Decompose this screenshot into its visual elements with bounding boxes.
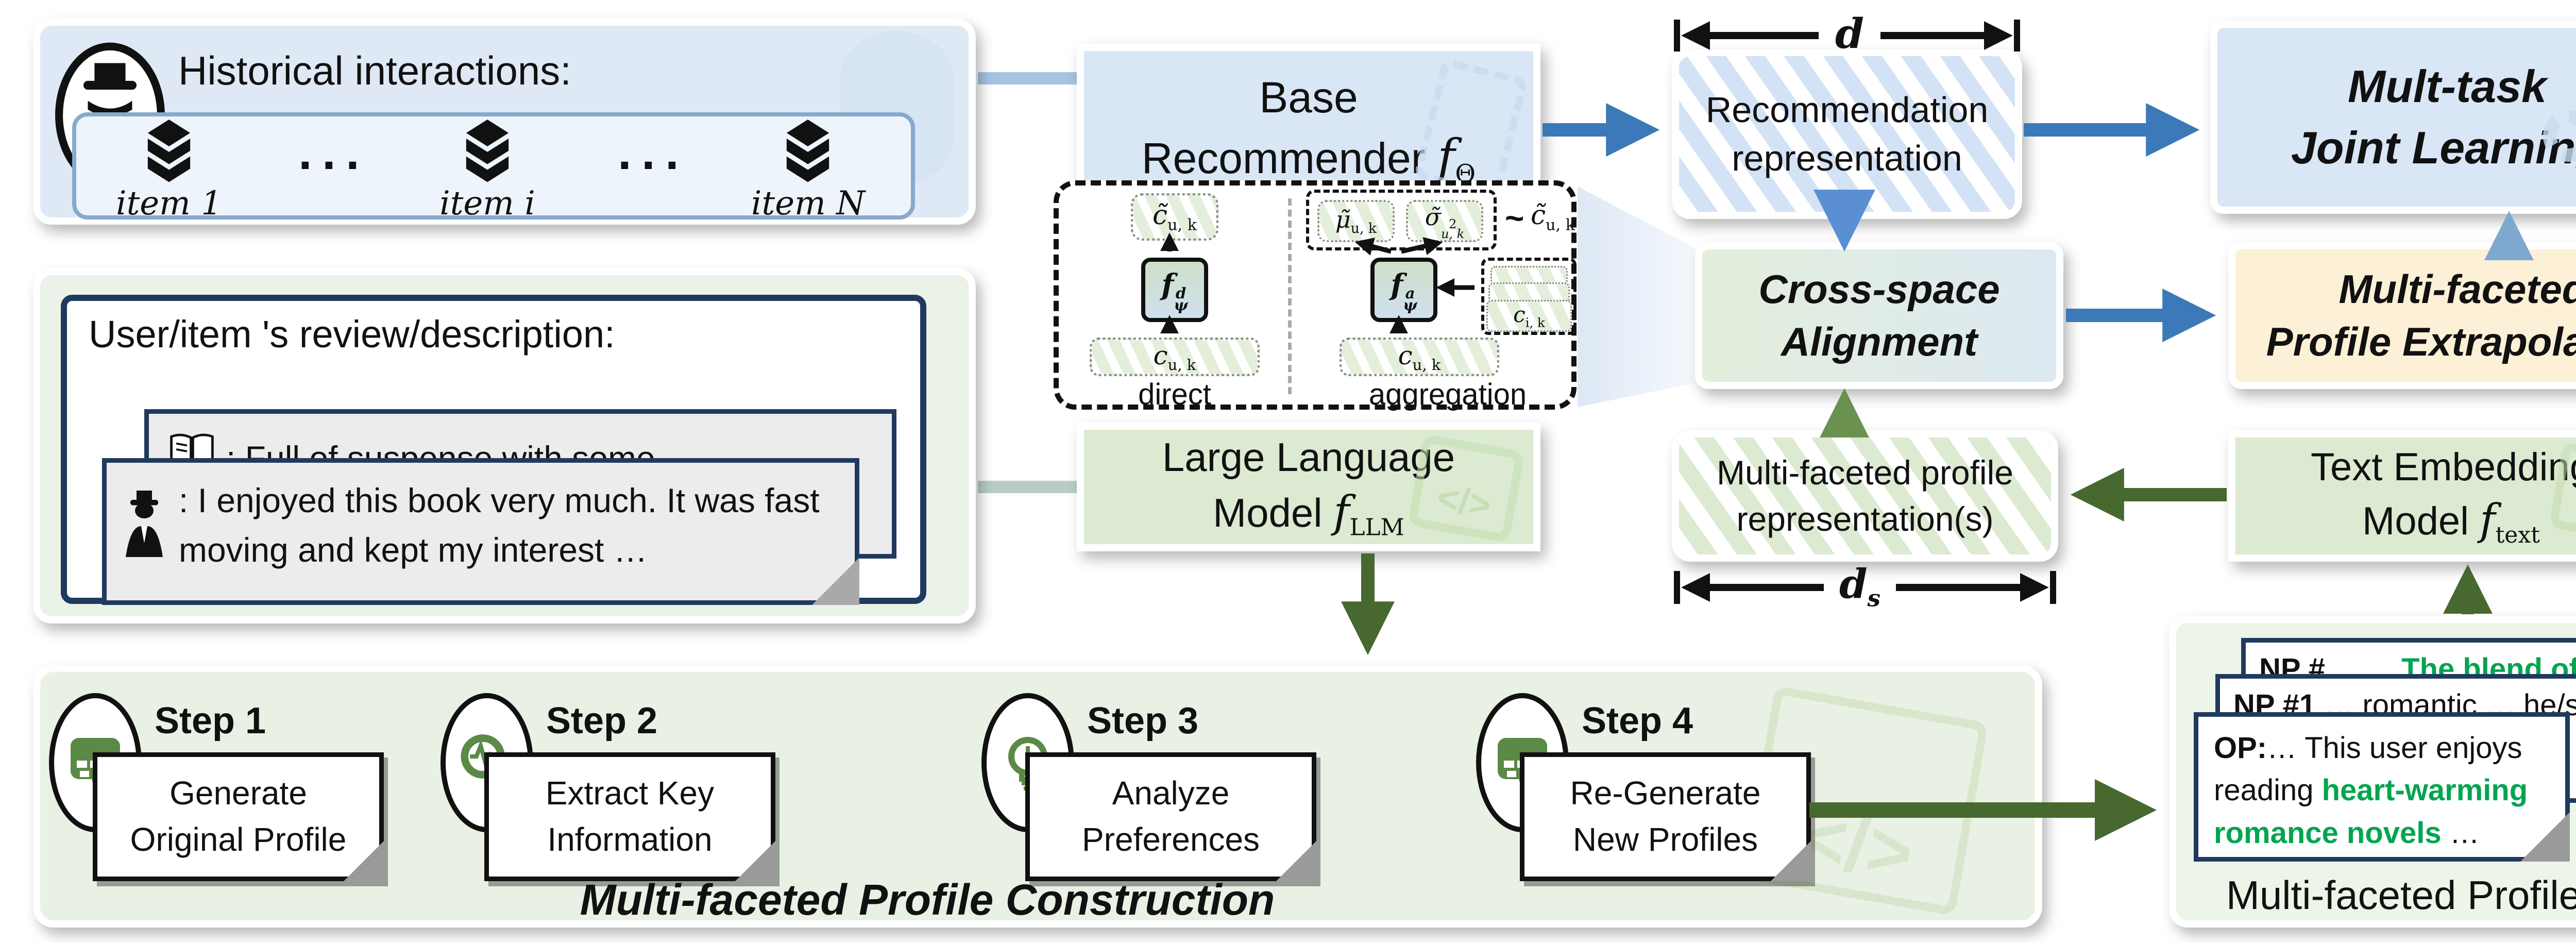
review-title: User/item 's review/description: (89, 313, 615, 356)
recommendation-representation-box: Recommendation representation (1672, 49, 2022, 219)
dim-d-label: d (1835, 9, 1864, 58)
step2-title: Step 2 (546, 700, 658, 742)
step2-banner: Extract Key Information (484, 752, 775, 881)
c-in-agg-rect: cu, k (1340, 338, 1499, 376)
historical-title: Historical interactions: (178, 48, 571, 93)
review-inner-card: User/item 's review/description: : Full … (61, 295, 926, 605)
text-embed-line1: Text Embedding (2311, 445, 2576, 489)
step3-banner: Analyze Preferences (1025, 752, 1316, 881)
f-theta-symbol: f (1437, 129, 1455, 185)
c-in-direct-rect: cu, k (1090, 338, 1260, 376)
step2-line2: Information (547, 821, 713, 858)
cross-line1: Cross-space (1758, 266, 2000, 312)
book-stack-icon (147, 120, 191, 182)
profile-repr-line1: Multi-faceted profile (1717, 453, 2013, 492)
joint-learning-box: Mult-task Joint Learning (2210, 21, 2576, 214)
step1-line2: Original Profile (130, 821, 347, 858)
code-window-icon: </> (1407, 434, 1526, 543)
extrap-line1: Multi-faceted (2338, 266, 2576, 312)
text-embed-line2: Model ftext (2362, 495, 2540, 548)
sim-symbol: ~ (1505, 199, 1524, 237)
step1-banner: Generate Original Profile (93, 752, 384, 881)
step4-title: Step 4 (1582, 700, 1693, 742)
adapter-divider (1288, 198, 1292, 394)
step3-title: Step 3 (1087, 700, 1199, 742)
profile-card-front: OP:… This user enjoys reading heart-warm… (2194, 712, 2570, 862)
book-stack-icon (466, 120, 509, 182)
step1-title: Step 1 (155, 700, 266, 742)
c-sample-label: c̃u, k (1531, 200, 1575, 234)
base-recommender-line2: Recommender fΘ (1141, 129, 1476, 189)
llm-line1: Large Language (1162, 434, 1455, 480)
joint-line1: Mult-task (2347, 60, 2547, 112)
op-highlight: heart-warming romance novels (2214, 773, 2528, 850)
c-items-stack: ci, k (1481, 258, 1577, 335)
dots-2: ··· (618, 138, 689, 193)
step3-line2: Preferences (1081, 821, 1260, 858)
items-strip: item 1 ··· item i ··· item N (72, 112, 915, 223)
op-text: … This user enjoys reading (2214, 731, 2522, 807)
page-fold (1771, 841, 1811, 881)
funnel-adapter-to-alignment (1578, 187, 1696, 407)
c-items-card-mid (1488, 282, 1570, 303)
construction-label: Multi-faceted Profile Construction (580, 875, 1275, 924)
op-ellipsis: … (2441, 816, 2480, 850)
step4-line1: Re-Generate (1570, 774, 1761, 812)
step1-line1: Generate (170, 774, 307, 812)
profile-extrapolation-box: Multi-faceted Profile Extrapolation (2228, 242, 2576, 389)
dim-ds-label: ds (1839, 561, 1880, 612)
step4-line2: New Profiles (1572, 821, 1758, 858)
user-review-text: : I enjoyed this book very much. It was … (179, 481, 820, 569)
user-detective-small-icon (126, 491, 163, 557)
step3-line1: Analyze (1112, 774, 1230, 812)
page-fold (1276, 841, 1316, 881)
c-tilde-out-pill: c̃u, k (1131, 193, 1218, 241)
book-stack-icon (786, 120, 829, 182)
base-recommender-line1: Base (1259, 73, 1358, 122)
c-items-card-front: ci, k (1486, 300, 1572, 332)
mu-pill: μ̃u, k (1317, 200, 1395, 242)
direct-label: direct (1138, 378, 1211, 411)
f-text-symbol: f (2480, 495, 2496, 545)
profile-repr-line2: representation(s) (1736, 499, 1994, 538)
aggregation-label: aggregation (1368, 378, 1527, 411)
dots-1: ··· (298, 138, 369, 193)
step2-line1: Extract Key (545, 774, 715, 812)
page-fold (344, 841, 384, 881)
ticket-watermark (1413, 58, 1529, 199)
extrap-line2: Profile Extrapolation (2266, 318, 2576, 364)
llm-line2: Model fLLM (1213, 486, 1404, 541)
step4-banner: Re-Generate New Profiles (1520, 752, 1811, 881)
op-prefix: OP: (2214, 731, 2267, 765)
page-fold (735, 841, 775, 881)
joint-line2: Joint Learning (2291, 122, 2576, 173)
page-fold (2520, 812, 2570, 862)
cross-space-alignment-box: Cross-space Alignment (1695, 242, 2063, 389)
f-llm-symbol: f (1333, 486, 1350, 537)
item-1-label: item 1 (116, 184, 222, 223)
rec-repr-line1: Recommendation (1705, 89, 1989, 130)
review-description-box: User/item 's review/description: : Full … (33, 268, 976, 624)
text-embedding-box: </> Text Embedding Model ftext (2228, 430, 2576, 562)
profile-representation-box: Multi-faceted profile representation(s) (1672, 430, 2058, 562)
item-i-label: item i (439, 184, 535, 223)
cross-line2: Alignment (1781, 318, 1978, 364)
item-N-label: item N (751, 184, 866, 223)
llm-box: </> Large Language Model fLLM (1077, 423, 1540, 551)
page-fold (812, 558, 859, 605)
historical-interactions-box: Historical interactions: item 1 ··· item… (33, 19, 976, 225)
profiles-label: Multi-faceted Profiles (2226, 872, 2576, 918)
user-review-card: : I enjoyed this book very much. It was … (102, 458, 859, 605)
rec-repr-line2: representation (1732, 138, 1962, 178)
